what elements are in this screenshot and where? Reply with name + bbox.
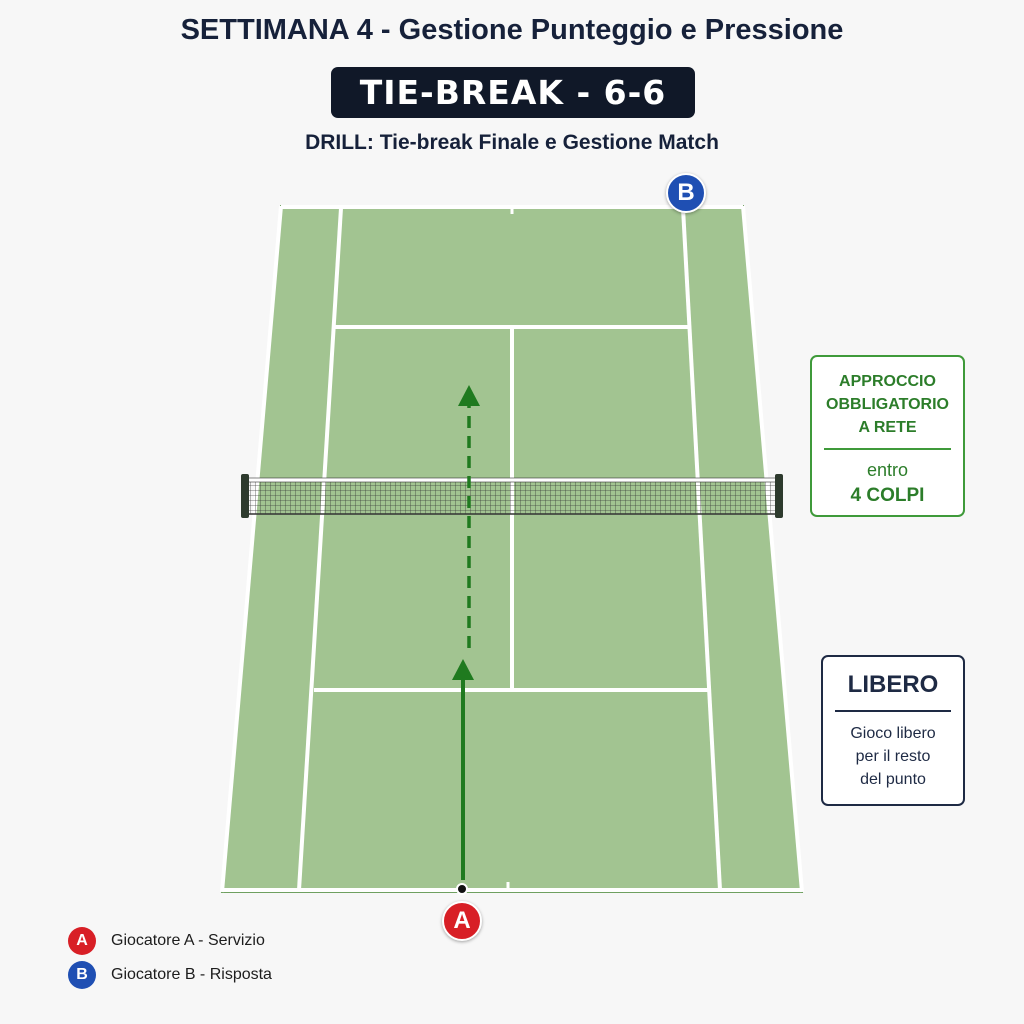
approach-rule-value: 4 COLPI <box>850 485 925 506</box>
score-banner: TIE-BREAK - 6-6 <box>331 67 695 118</box>
right-singles-sideline <box>681 207 722 891</box>
approach-rule-title: APPROCCIO OBBLIGATORIO A RETE <box>826 373 949 436</box>
drill-subtitle: DRILL: Tie-break Finale e Gestione Match <box>305 131 719 154</box>
right-doubles-sideline <box>741 205 804 893</box>
player-a-marker: A <box>442 901 482 941</box>
legend: A Giocatore A - Servizio B Giocatore B -… <box>68 926 272 994</box>
serve-arrow-head <box>452 659 474 680</box>
left-singles-sideline <box>297 207 343 891</box>
free-play-divider <box>835 710 951 712</box>
legend-label-player-b: Giocatore B - Risposta <box>111 966 272 983</box>
free-play-title: LIBERO <box>847 671 939 698</box>
free-play-box: LIBERO Gioco libero per il resto del pun… <box>821 655 965 806</box>
approach-rule-divider <box>824 448 951 450</box>
left-net-post <box>241 474 249 518</box>
right-net-post <box>775 474 783 518</box>
approach-rule-box: APPROCCIO OBBLIGATORIO A RETE entro 4 CO… <box>810 355 965 517</box>
approach-arrow-head <box>458 385 480 406</box>
player-b-marker: B <box>666 173 706 213</box>
legend-item-player-b: B Giocatore B - Risposta <box>68 960 272 990</box>
player-b-legend-marker: B <box>68 961 96 989</box>
page-title: SETTIMANA 4 - Gestione Punteggio e Press… <box>180 14 844 46</box>
player-a-legend-marker: A <box>68 927 96 955</box>
net <box>241 474 783 518</box>
legend-item-player-a: A Giocatore A - Servizio <box>68 926 272 956</box>
approach-rule-sub: entro <box>866 460 909 480</box>
left-doubles-sideline <box>220 205 283 893</box>
free-play-description: Gioco libero per il resto del punto <box>850 725 936 788</box>
serve-position-dot <box>456 883 468 895</box>
legend-label-player-a: Giocatore A - Servizio <box>111 932 265 949</box>
